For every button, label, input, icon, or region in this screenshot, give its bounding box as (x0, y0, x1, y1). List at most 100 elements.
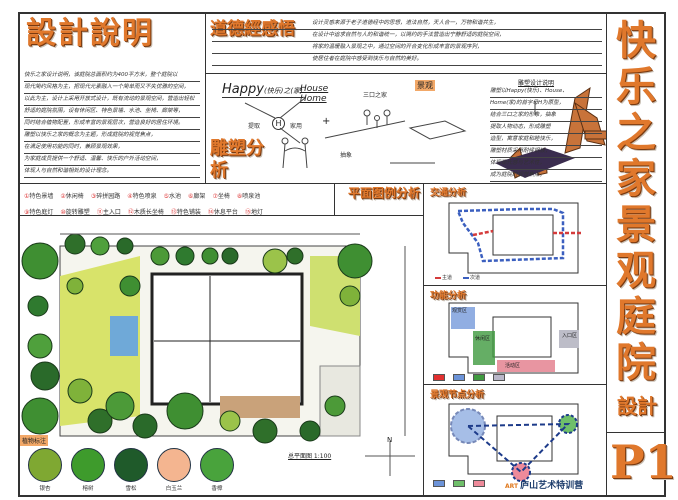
house-footprint (150, 272, 304, 406)
plant-label: 雪松 (125, 486, 137, 492)
legend-number: ⑩ (60, 209, 66, 216)
legend-number: ⑨ (24, 209, 30, 216)
tree-symbol (339, 285, 361, 307)
text-line: 提取人物动态，形成雕塑 (490, 122, 602, 134)
family-label: 三口之家 (363, 92, 388, 99)
tree-symbol (64, 233, 86, 255)
secondary-path-label: 次道 (470, 275, 481, 281)
legend-label: 木质长坐椅 (133, 209, 164, 216)
legend-number: ⑥ (188, 193, 194, 200)
plant-label: 白玉兰 (165, 486, 183, 492)
function-diagram (448, 302, 579, 374)
function-swatch (433, 374, 445, 381)
text-line: 雕塑以Happy(快乐)、House、 (490, 86, 602, 98)
text-line: 造型，寓意家庭和睦快乐， (490, 134, 602, 146)
tree-symbol (150, 246, 170, 266)
zone-label: 观赏区 (452, 308, 468, 314)
legend-number: ⑧ (236, 193, 243, 200)
legend-item: ①特色景墙 (24, 191, 53, 203)
legend-item: ⑩旋转雕塑 (60, 207, 89, 219)
plant-legend-title: 植物标注 (20, 435, 49, 446)
text-line: 在设计中追求自然与人的和谐统一，以简约的手法营造出宁静舒适的庭院空间， (212, 30, 602, 42)
page-number: P1 (610, 435, 677, 489)
title-char: 家 (616, 155, 656, 202)
sculpture-shadow (495, 148, 575, 178)
sculpture-notes-title: 雕塑设计说明 (518, 80, 555, 87)
traffic-diagram (435, 202, 581, 279)
legend-number: ⑭ (207, 209, 214, 216)
text-line: 舒适的庭院氛围，设有休闲区、特色景墙、水池、坐椅、廊架等， (24, 106, 200, 118)
legend-title: 平面图例分析 (347, 186, 420, 200)
design-notes-text: 快乐之家设计说明，该庭院总面积约为400平方米，整个庭院以现代简约风格为主，把现… (24, 70, 200, 178)
legend-label: 旋转雕塑 (65, 209, 90, 216)
legend-item: ⑫木质长坐椅 (128, 207, 164, 219)
zone-label: 休闲区 (475, 336, 491, 342)
legend-label: 廊架 (193, 193, 206, 200)
main-title: 快乐之家景观庭院 (608, 18, 664, 386)
title-char: 景 (616, 201, 656, 248)
function-swatch (473, 374, 485, 381)
plant-symbol (114, 448, 148, 482)
text-line: 雕塑以快乐之家的概念为主题，形成庭院的视觉焦点， (24, 130, 200, 142)
legend-number: ⑦ (212, 193, 218, 200)
legend-item: ⑨特色庭灯 (24, 207, 53, 219)
legend-number: ⑬ (170, 209, 177, 216)
legend-number: ⑤ (163, 193, 170, 200)
extract-label: 提取 (248, 123, 261, 130)
title-divider (606, 432, 666, 433)
legend-label: 主入口 (102, 209, 121, 216)
tree-symbol (221, 247, 239, 265)
title-char: 庭 (616, 293, 656, 340)
sculpture-model-large (564, 86, 607, 154)
design-notes-title: 設計說明 (26, 16, 154, 51)
tree-symbol (175, 246, 195, 266)
text-line: 为家庭成员提供一个舒适、温馨、快乐的户外活动空间， (24, 154, 200, 166)
happy-text: Happy(快乐)之(家) (222, 82, 303, 98)
function-swatch (493, 374, 505, 381)
secondary-path (456, 207, 565, 263)
text-line: 设计灵感来源于老子道德经中的思想，道法自然，天人合一，万物和谐共生， (212, 18, 602, 30)
abstract-label: 抽象 (340, 152, 353, 159)
plant-symbol (28, 448, 62, 482)
text-line: 体现现代感与艺术性， (490, 158, 602, 170)
node-swatch (473, 480, 485, 487)
zone-leisure (473, 331, 495, 365)
legend-number: ④ (127, 193, 133, 200)
text-line: 同时结合植物配置，形成丰富的景观层次，营造良好的居住环境。 (24, 118, 200, 130)
family-figures (363, 109, 391, 128)
tree-symbol (324, 395, 346, 417)
tree-symbol (27, 333, 53, 359)
zone-entry (559, 330, 579, 348)
site-plan (21, 233, 415, 476)
sculpture-sketch (244, 86, 607, 179)
tree-symbol (219, 410, 241, 432)
plant-symbol (200, 448, 234, 482)
plant-label: 榕树 (82, 486, 94, 492)
zone-label: 入口区 (562, 333, 578, 339)
text-line: 在满足使用功能的同时，兼顾景观效果， (24, 142, 200, 154)
tree-symbol (105, 391, 135, 421)
plant-symbol (157, 448, 191, 482)
h-circle: H (272, 117, 285, 130)
north-label: N (387, 436, 393, 444)
legend-label: 碎拼园路 (96, 193, 121, 200)
legend-item: ⑧喷泉池 (237, 191, 260, 203)
text-line: Home(家)的首字母H为原型， (490, 98, 602, 110)
legend-item: ⑪主入口 (97, 207, 121, 219)
function-title: 功能分析 (430, 291, 467, 301)
tree-symbol (27, 295, 49, 317)
tree-symbol (337, 243, 373, 279)
tree-symbol (299, 420, 321, 442)
text-line: 雕塑材质采用耐候钢板， (490, 146, 602, 158)
legend-item: ②休闲椅 (60, 191, 83, 203)
node-diagram (448, 403, 579, 482)
legend-item: ⑮地灯 (245, 207, 263, 219)
tree-symbol (21, 397, 59, 435)
node-swatch (453, 480, 465, 487)
landscape-label: 景观 (415, 80, 435, 91)
deck (220, 396, 300, 418)
scale-label: 总平面图 1:100 (288, 453, 332, 460)
text-line: 以此为主，设计上采用开放式设计，既有流动的景观空间，营造出轻松 (24, 94, 200, 106)
title-char: 乐 (616, 63, 656, 110)
